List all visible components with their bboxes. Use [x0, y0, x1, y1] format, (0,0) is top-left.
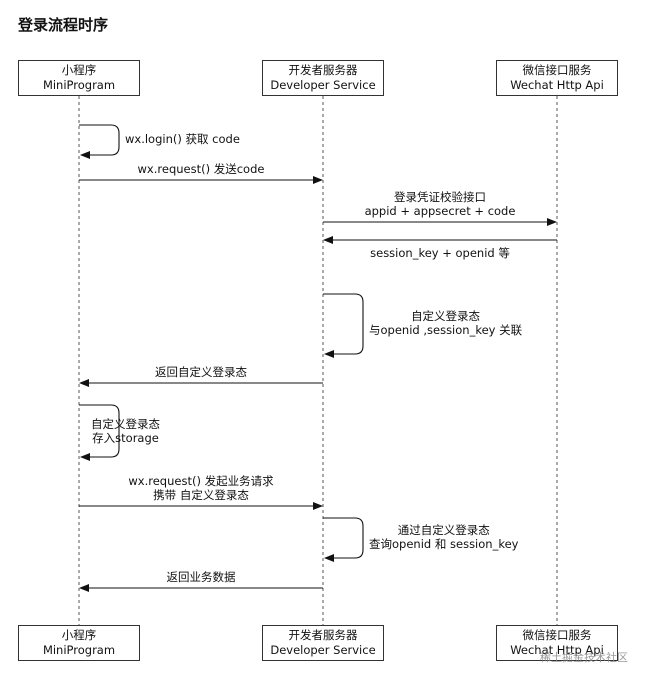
participant-name-cn: 微信接口服务: [522, 628, 592, 642]
message-label-m2: wx.request() 发送code: [138, 162, 265, 176]
participant-name-en: MiniProgram: [42, 643, 116, 657]
message-label-line: 与openid ,session_key 关联: [369, 323, 523, 337]
message-label-line: 携带 自定义登录态: [153, 488, 249, 502]
message-label-line: 通过自定义登录态: [397, 523, 490, 537]
message-label-line: 返回业务数据: [166, 570, 236, 584]
message-label-m6: 返回自定义登录态: [155, 365, 247, 379]
message-arrow-m1: [79, 124, 120, 159]
message-label-m7: 自定义登录态存入storage: [91, 417, 160, 445]
participant-name-cn: 微信接口服务: [522, 63, 592, 77]
message-label-line: wx.request() 发送code: [137, 162, 265, 176]
message-label-line: wx.request() 发起业务请求: [128, 474, 274, 488]
page-title: 登录流程时序: [18, 16, 109, 34]
message-label-m1: wx.login() 获取 code: [125, 132, 240, 146]
message-label-m5: 自定义登录态与openid ,session_key 关联: [369, 309, 522, 337]
message-label-line: 登录凭证校验接口: [394, 190, 486, 204]
message-label-line: appid + appsecret + code: [364, 204, 516, 218]
participant-name-en: MiniProgram: [42, 78, 116, 92]
participant-name-cn: 开发者服务器: [288, 628, 358, 642]
watermark: 稀土掘金技术社区: [540, 651, 628, 664]
participant-name-en: Wechat Http Api: [510, 78, 604, 92]
participant-name-en: Developer Service: [270, 78, 376, 92]
participant-name-cn: 小程序: [61, 63, 97, 77]
participant-name-cn: 小程序: [61, 628, 97, 642]
message-label-line: 返回自定义登录态: [155, 365, 247, 379]
participant-name-cn: 开发者服务器: [288, 63, 358, 77]
message-label-line: 自定义登录态: [91, 417, 160, 431]
participant-name-en: Developer Service: [270, 643, 376, 657]
message-arrow-m9: [323, 517, 364, 562]
message-label-m8: wx.request() 发起业务请求携带 自定义登录态: [128, 474, 273, 502]
message-label-line: 自定义登录态: [411, 309, 481, 323]
participant-name-en: Wechat Http Api: [510, 643, 604, 657]
message-label-line: 查询openid 和 session_key: [369, 537, 519, 551]
message-label-m4: session_key + openid 等: [370, 246, 510, 260]
message-label-m10: 返回业务数据: [167, 570, 236, 584]
message-label-line: session_key + openid 等: [370, 246, 510, 260]
message-label-line: 存入storage: [92, 431, 159, 445]
message-arrow-m7: [79, 404, 120, 461]
message-label-line: wx.login() 获取 code: [125, 132, 240, 146]
message-arrow-m5: [323, 293, 364, 358]
message-label-m9: 通过自定义登录态查询openid 和 session_key: [369, 523, 518, 551]
